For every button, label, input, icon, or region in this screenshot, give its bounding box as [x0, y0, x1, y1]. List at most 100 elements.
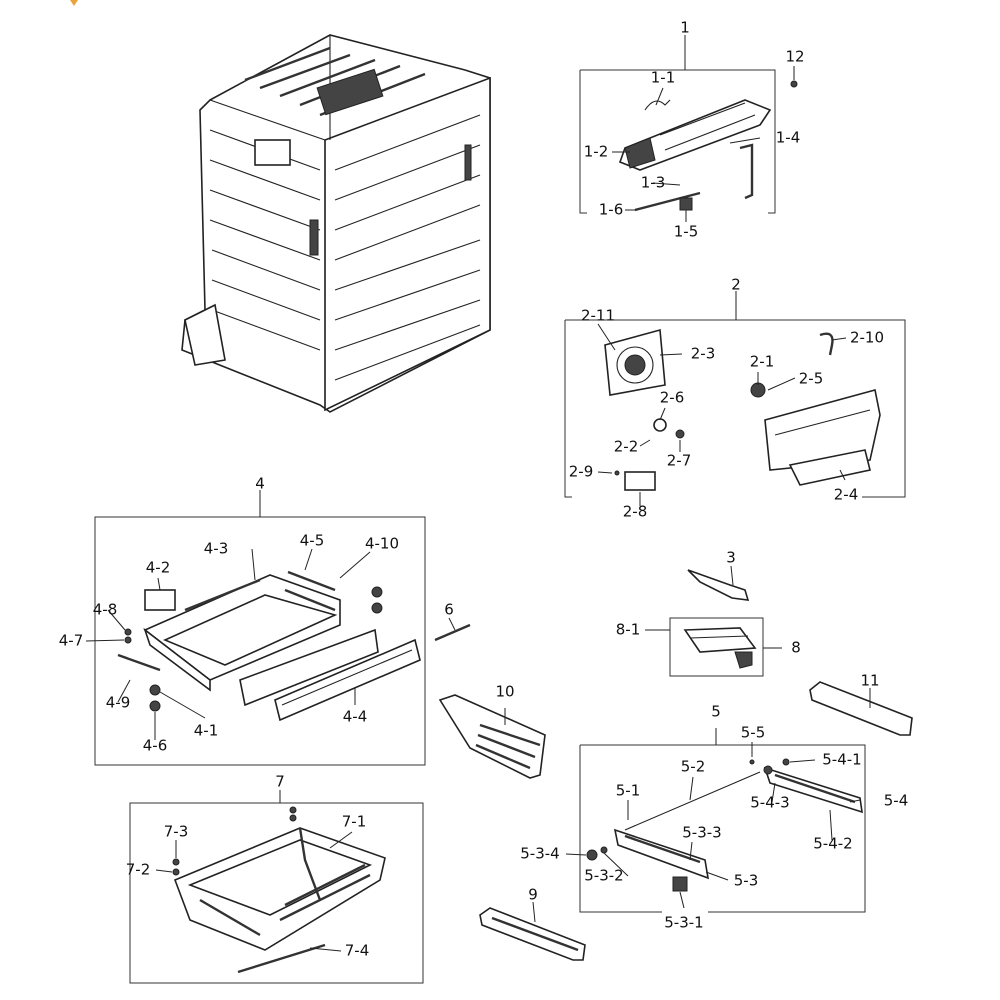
label-1-5: 1-5 — [673, 222, 699, 241]
label-5-4-1: 5-4-1 — [822, 750, 862, 769]
label-2-6: 2-6 — [659, 388, 685, 407]
label-5-3-3: 5-3-3 — [682, 823, 722, 842]
part-7-screw-a — [289, 806, 297, 814]
label-11: 11 — [860, 671, 880, 690]
label-4-7: 4-7 — [58, 631, 84, 650]
part-7-3-screw — [172, 858, 180, 866]
part-2-10-wire — [819, 332, 834, 356]
part-5-3-rail-assembly — [613, 828, 710, 880]
label-5-4-2: 5-4-2 — [813, 834, 853, 853]
label-4-4: 4-4 — [342, 707, 368, 726]
group-2-box — [564, 291, 906, 498]
group-8-box — [669, 617, 764, 677]
group-5-box — [579, 728, 866, 913]
label-1-6: 1-6 — [598, 200, 624, 219]
label-7-1: 7-1 — [341, 812, 367, 831]
label-2-9: 2-9 — [568, 462, 594, 481]
part-2-7-screw — [675, 429, 685, 439]
label-4-3: 4-3 — [203, 539, 229, 558]
label-2-7: 2-7 — [666, 451, 692, 470]
label-2-11: 2-11 — [580, 306, 616, 325]
part-7-1-basket — [173, 827, 386, 951]
label-2-5: 2-5 — [798, 369, 824, 388]
part-3-bracket — [687, 569, 750, 601]
part-1-6-strip — [634, 191, 701, 212]
part-9-rail — [479, 907, 586, 961]
part-5-5-screw — [749, 759, 755, 765]
label-5-1: 5-1 — [615, 781, 641, 800]
label-1: 1 — [680, 18, 690, 37]
label-3: 3 — [726, 548, 736, 567]
part-7-screw-b — [289, 814, 297, 822]
label-5-3: 5-3 — [733, 871, 759, 890]
group-1-box — [579, 35, 776, 214]
part-7-2-screw — [172, 868, 180, 876]
label-7-2: 7-2 — [125, 860, 151, 879]
label-4-8: 4-8 — [92, 600, 118, 619]
part-5-2-shaft — [624, 771, 761, 831]
label-5-2: 5-2 — [680, 757, 706, 776]
label-2-2: 2-2 — [613, 437, 639, 456]
part-1-2-evaporator-cover — [618, 99, 772, 171]
part-6-rail — [434, 623, 471, 642]
part-8-assembly — [683, 627, 757, 669]
part-4-10-roller-a — [371, 586, 383, 598]
part-4-7-screw — [124, 636, 132, 644]
part-4-10-roller-b — [371, 602, 383, 614]
part-1-5-clip — [679, 197, 693, 211]
label-1-4: 1-4 — [775, 128, 801, 147]
label-4-10: 4-10 — [364, 534, 400, 553]
group-7-box — [129, 790, 424, 984]
part-7-4-rail — [237, 943, 326, 974]
part-5-4-1-screw — [782, 758, 790, 766]
part-5-3-2-screw — [600, 846, 608, 854]
label-1-1: 1-1 — [650, 68, 676, 87]
label-4: 4 — [255, 474, 265, 493]
label-5: 5 — [711, 702, 721, 721]
part-4-4-drawer-front — [239, 628, 421, 722]
label-2-8: 2-8 — [622, 502, 648, 521]
label-2: 2 — [731, 275, 741, 294]
part-4-8-screw — [124, 628, 132, 636]
part-2-8-bracket — [624, 471, 656, 491]
group-5-leaders — [565, 742, 861, 909]
label-6: 6 — [444, 600, 454, 619]
label-9: 9 — [528, 885, 538, 904]
part-4-2-handle — [144, 589, 176, 611]
part-2-9-screw — [614, 470, 620, 476]
refrigerator-cabinet — [181, 34, 491, 413]
label-5-5: 5-5 — [740, 723, 766, 742]
label-7-3: 7-3 — [163, 822, 189, 841]
part-4-3-drawer-bin — [143, 574, 341, 692]
label-4-2: 4-2 — [145, 558, 171, 577]
part-4-5-rail — [287, 570, 336, 592]
label-7-4: 7-4 — [344, 941, 370, 960]
part-2-4-evaporator-cover — [764, 389, 881, 486]
label-1-3: 1-3 — [640, 173, 666, 192]
label-5-4-3: 5-4-3 — [750, 793, 790, 812]
part-1-1-wire — [644, 99, 671, 111]
label-5-3-1: 5-3-1 — [664, 913, 704, 932]
label-1-2: 1-2 — [583, 142, 609, 161]
label-8-1: 8-1 — [615, 620, 641, 639]
label-2-1: 2-1 — [749, 352, 775, 371]
label-5-3-4: 5-3-4 — [520, 844, 560, 863]
label-2-3: 2-3 — [690, 344, 716, 363]
part-2-3-fan-shroud — [604, 328, 666, 396]
part-1-4-tube — [739, 143, 754, 200]
label-4-6: 4-6 — [142, 736, 168, 755]
part-2-6-grommet — [653, 418, 667, 432]
label-5-4: 5-4 — [883, 791, 909, 810]
group-4-leaders — [85, 548, 371, 740]
label-12: 12 — [785, 47, 805, 66]
part-11-rail — [809, 681, 913, 736]
part-2-1-fan-motor — [750, 382, 766, 398]
part-5-3-1-clip — [672, 876, 688, 892]
group-2-leaders — [597, 323, 847, 506]
label-4-9: 4-9 — [105, 693, 131, 712]
group-1-leaders — [612, 87, 761, 222]
label-2-4: 2-4 — [833, 485, 859, 504]
label-4-5: 4-5 — [299, 531, 325, 550]
corner-mark — [70, 0, 78, 6]
